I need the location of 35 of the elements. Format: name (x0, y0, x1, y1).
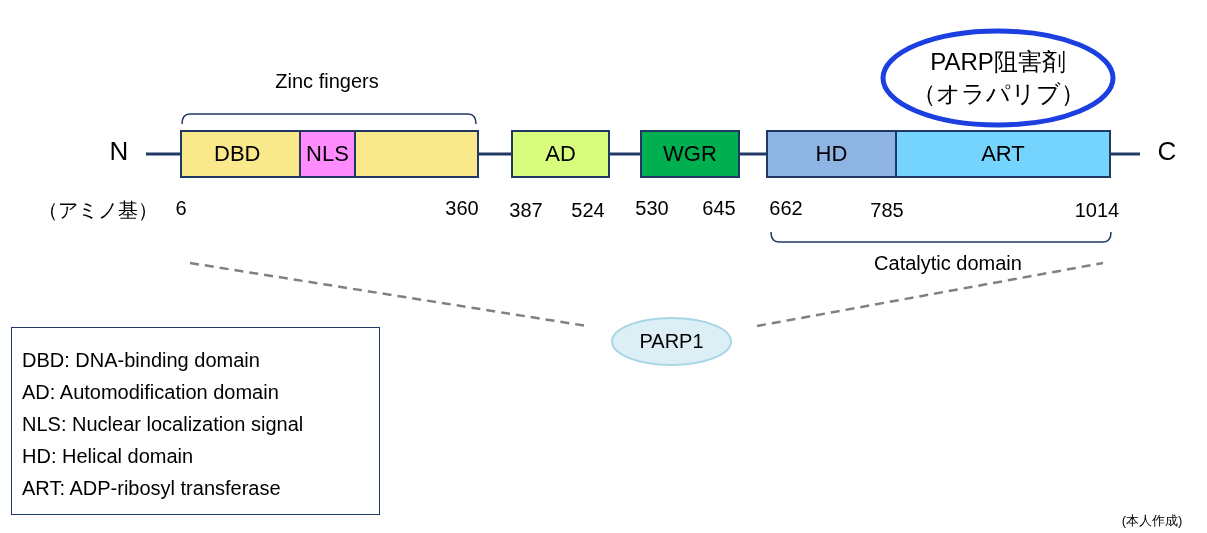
residue-number: 524 (571, 199, 605, 222)
domain-box: WGR (640, 130, 740, 178)
residue-number: 662 (769, 197, 803, 220)
domain-box: NLS (299, 130, 356, 178)
residue-number: 1014 (1074, 199, 1120, 222)
bracket-label: Catalytic domain (874, 252, 1022, 275)
bracket-label: Zinc fingers (275, 70, 379, 93)
backbone-line (740, 152, 766, 156)
backbone-line (146, 152, 180, 156)
domain-box: HD (766, 130, 897, 178)
residue-number: 387 (509, 199, 543, 222)
residue-number: 645 (702, 197, 736, 220)
backbone-line (610, 152, 640, 156)
residue-number: 360 (445, 197, 479, 220)
residue-number: 785 (870, 199, 904, 222)
backbone-line (1111, 152, 1140, 156)
definition-line: NLS: Nuclear localization signal (22, 412, 304, 437)
abbreviation-box (11, 327, 380, 515)
domain-box: AD (511, 130, 610, 178)
residue-number: 6 (175, 197, 187, 220)
definition-line: DBD: DNA-binding domain (22, 348, 260, 373)
source-note: (本人作成) (1121, 512, 1183, 530)
definition-line: HD: Helical domain (22, 444, 194, 469)
domain-label: DBD (214, 141, 261, 167)
backbone-line (479, 152, 511, 156)
unit-label: （アミノ基） (38, 198, 158, 223)
domain-box: ART (895, 130, 1111, 178)
domain-box (180, 130, 479, 178)
ellipse-label: PARP阻害剤（オラパリブ） (910, 47, 1086, 109)
residue-number: 530 (635, 197, 669, 220)
terminus-label: N (104, 136, 134, 166)
definition-line: ART: ADP-ribosyl transferase (22, 476, 281, 501)
terminus-label: C (1152, 136, 1182, 166)
definition-line: AD: Automodification domain (22, 380, 279, 405)
ellipse-label: PARP1 (639, 330, 704, 353)
